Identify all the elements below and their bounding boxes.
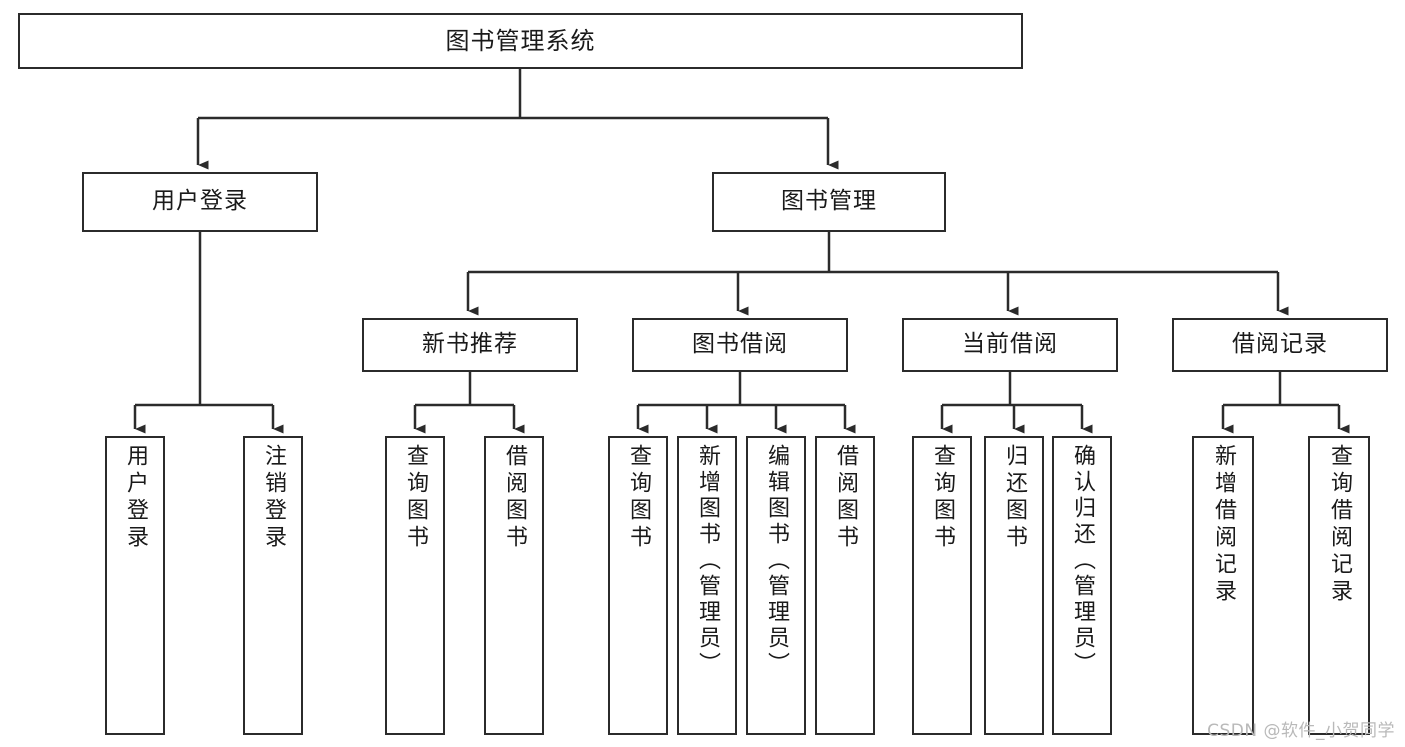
node-book-management[interactable]: 图书管理 [712, 172, 946, 232]
leaf-label: 查询图书 [403, 444, 428, 552]
node-new-book-recommend[interactable]: 新书推荐 [362, 318, 578, 372]
leaf-borrow-book-newbook[interactable]: 借阅图书 [484, 436, 544, 735]
leaf-label: 注销登录 [261, 444, 286, 552]
leaf-label: 查询图书 [930, 444, 955, 552]
leaf-query-book-current[interactable]: 查询图书 [912, 436, 972, 735]
leaf-edit-book-admin[interactable]: 编辑图书（管理员） [746, 436, 806, 735]
node-borrow-record[interactable]: 借阅记录 [1172, 318, 1388, 372]
leaf-label: 查询图书 [626, 444, 651, 552]
leaf-label: 归还图书 [1002, 444, 1027, 552]
node-book-borrow[interactable]: 图书借阅 [632, 318, 848, 372]
leaf-label: 借阅图书 [833, 444, 858, 552]
leaf-query-borrow-record[interactable]: 查询借阅记录 [1308, 436, 1370, 735]
leaf-user-login[interactable]: 用户登录 [105, 436, 165, 735]
leaf-query-book-borrow[interactable]: 查询图书 [608, 436, 668, 735]
leaf-label: 确认归还（管理员） [1070, 444, 1095, 678]
leaf-add-book-admin[interactable]: 新增图书（管理员） [677, 436, 737, 735]
leaf-label: 借阅图书 [502, 444, 527, 552]
leaf-label: 新增借阅记录 [1211, 444, 1236, 606]
leaf-confirm-return-admin[interactable]: 确认归还（管理员） [1052, 436, 1112, 735]
leaf-return-book[interactable]: 归还图书 [984, 436, 1044, 735]
leaf-label: 编辑图书（管理员） [764, 444, 789, 678]
node-current-borrow[interactable]: 当前借阅 [902, 318, 1118, 372]
leaf-label: 用户登录 [123, 444, 148, 552]
leaf-label: 新增图书（管理员） [695, 444, 720, 678]
node-user-login[interactable]: 用户登录 [82, 172, 318, 232]
leaf-logout[interactable]: 注销登录 [243, 436, 303, 735]
leaf-query-book-newbook[interactable]: 查询图书 [385, 436, 445, 735]
csdn-watermark: CSDN @软件_小贺同学 [1207, 721, 1395, 741]
leaf-borrow-book-borrow[interactable]: 借阅图书 [815, 436, 875, 735]
leaf-label: 查询借阅记录 [1327, 444, 1352, 606]
node-root-system[interactable]: 图书管理系统 [18, 13, 1023, 69]
leaf-add-borrow-record[interactable]: 新增借阅记录 [1192, 436, 1254, 735]
